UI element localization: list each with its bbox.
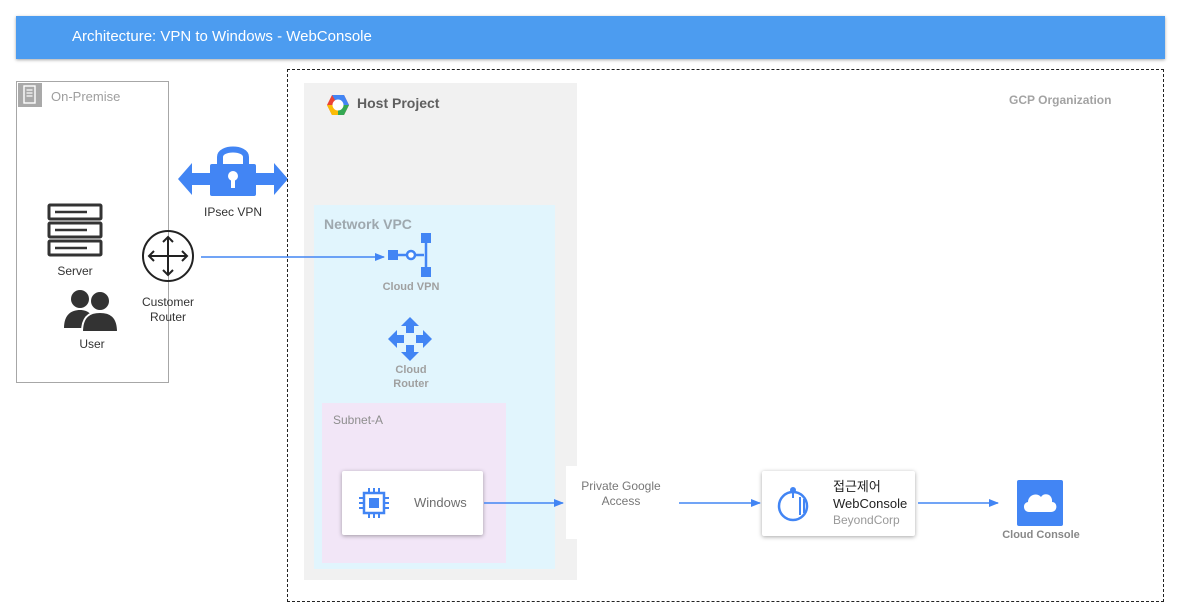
subnet-a-label: Subnet-A [333,413,384,427]
server-icon [47,203,103,262]
user-group-icon [62,288,120,337]
router-icon [141,229,195,288]
cloud-router-icon [387,316,433,367]
cloud-vpn-icon [386,232,434,283]
cloud-console-icon[interactable] [1017,480,1063,526]
private-google-access-node: Private Google Access [566,466,676,539]
network-vpc-label: Network VPC [324,216,412,232]
gcp-logo-icon [326,93,350,122]
gcp-organization-zone [287,69,1164,602]
windows-label: Windows [414,495,467,510]
webconsole-subtitle: BeyondCorp [833,513,900,527]
building-icon [18,83,42,107]
windows-vm-card[interactable]: Windows [342,471,483,535]
ipsec-vpn-label: IPsec VPN [203,205,263,219]
cloud-router-label: Cloud Router [393,364,429,390]
vpn-lock-icon [178,142,288,203]
cloud-console-label: Cloud Console [1002,529,1080,541]
webconsole-title-korean: 접근제어 [833,479,881,494]
gcp-organization-label: GCP Organization [1009,93,1112,107]
webconsole-name: WebConsole [833,496,908,511]
host-project-label: Host Project [357,95,440,111]
customer-router-label: Customer Router [141,295,194,324]
private-google-access-label: Private Google Access [581,479,661,508]
page-title: Architecture: VPN to Windows - WebConsol… [72,28,372,45]
access-control-icon [776,485,812,528]
title-bar: Architecture: VPN to Windows - WebConsol… [16,16,1165,59]
server-label: Server [57,264,93,278]
user-label: User [79,337,105,351]
on-premise-zone: On-Premise [16,81,169,383]
on-premise-label: On-Premise [51,89,121,104]
cloud-vpn-label: Cloud VPN [382,281,440,293]
compute-engine-icon [357,486,391,525]
webconsole-card[interactable]: 접근제어 WebConsole BeyondCorp [762,471,915,536]
